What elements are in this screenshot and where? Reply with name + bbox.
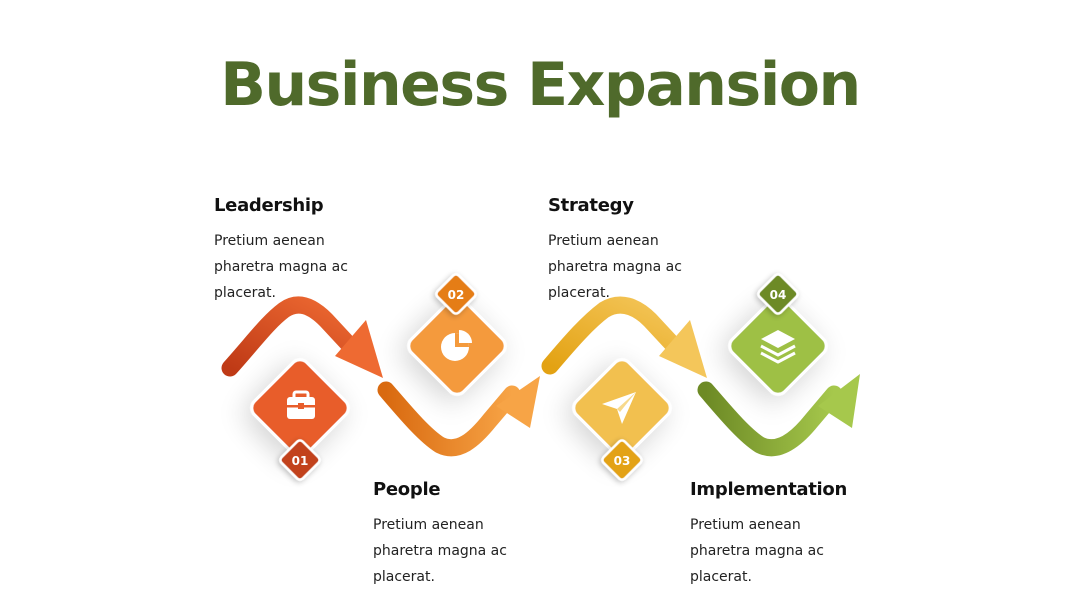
step-3-text: Strategy Pretium aenean pharetra magna a… [548, 195, 768, 306]
step-3-title: Strategy [548, 195, 634, 216]
step-1-number: 01 [292, 454, 309, 468]
flow-arrow-3 [541, 296, 707, 378]
step-1-description: Pretium aenean pharetra magna ac placera… [214, 233, 348, 301]
paper-plane-icon [602, 392, 636, 424]
flow-arrow-4 [697, 374, 860, 457]
step-3-diamond: 03 [572, 358, 672, 481]
step-2-diamond: 02 [407, 273, 507, 396]
layers-icon [760, 330, 796, 364]
step-2-text: People Pretium aenean pharetra magna ac … [373, 479, 593, 590]
step-4-text: Implementation Pretium aenean pharetra m… [690, 479, 910, 590]
step-1-title: Leadership [214, 195, 324, 216]
step-1-text: Leadership Pretium aenean pharetra magna… [214, 195, 434, 306]
step-2-description: Pretium aenean pharetra magna ac placera… [373, 517, 507, 585]
step-4-number: 04 [770, 288, 787, 302]
step-4-title: Implementation [690, 479, 848, 500]
step-3-number: 03 [614, 454, 631, 468]
flow-arrow-2 [377, 376, 540, 457]
step-2-title: People [373, 479, 441, 500]
step-4-diamond: 04 [728, 273, 828, 396]
step-4-description: Pretium aenean pharetra magna ac placera… [690, 517, 824, 585]
page-title: Business Expansion [220, 50, 861, 120]
step-2-number: 02 [448, 288, 465, 302]
flow-arrow-1 [221, 296, 383, 378]
step-1-diamond: 01 [250, 358, 350, 481]
pie-chart-icon [441, 330, 472, 361]
briefcase-icon [287, 390, 315, 419]
step-3-description: Pretium aenean pharetra magna ac placera… [548, 233, 682, 301]
